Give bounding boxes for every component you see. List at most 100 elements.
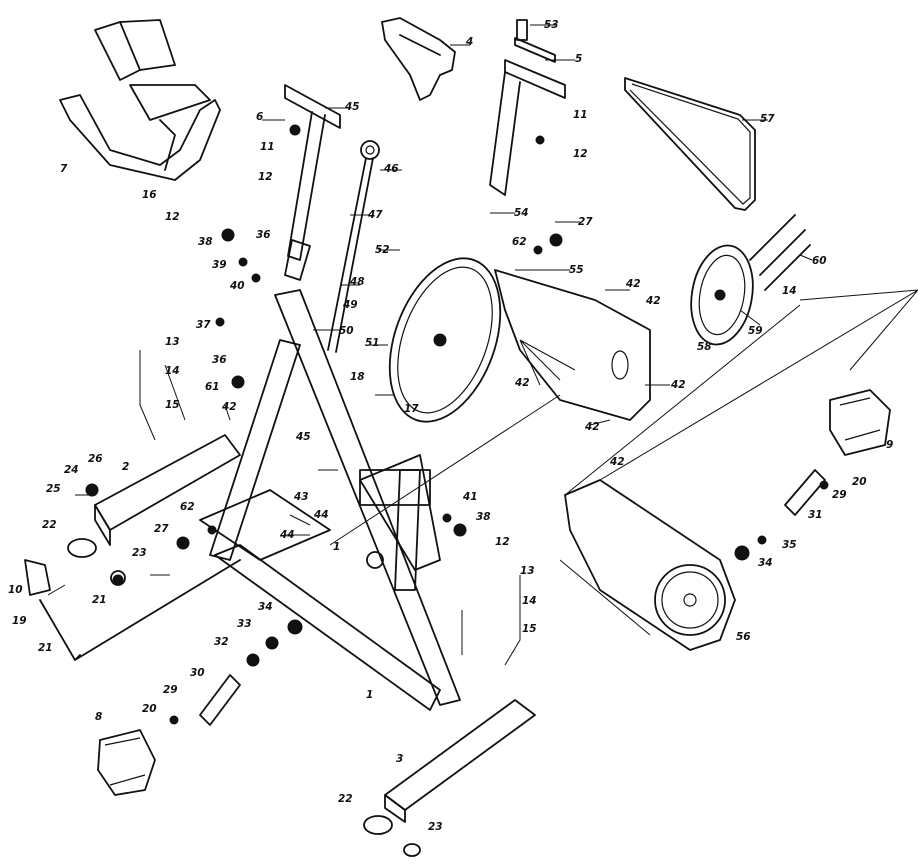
callout-20: 20 (852, 476, 867, 488)
callout-62: 62 (512, 236, 527, 248)
left-pedal (97, 729, 156, 796)
callout-14: 14 (522, 595, 537, 607)
callout-12: 12 (258, 171, 273, 183)
callout-42: 42 (221, 401, 237, 413)
callout-14: 14 (165, 365, 180, 377)
callout-16: 16 (142, 189, 157, 201)
callout-29: 29 (832, 489, 847, 501)
callout-36: 36 (212, 354, 227, 366)
callout-35: 35 (782, 539, 797, 551)
seat-slider (489, 19, 566, 196)
callout-45: 45 (344, 101, 360, 113)
callout-27: 27 (154, 523, 169, 535)
callout-22: 22 (42, 519, 57, 531)
callout-42: 42 (514, 377, 530, 389)
callout-56: 56 (736, 631, 751, 643)
callout-29: 29 (163, 684, 178, 696)
callout-27: 27 (578, 216, 593, 228)
callout-48: 48 (349, 276, 365, 288)
callout-40: 40 (229, 280, 245, 292)
callout-10: 10 (8, 584, 23, 596)
callout-31: 31 (808, 509, 823, 521)
callout-12: 12 (573, 148, 588, 160)
drive-belt (624, 77, 756, 211)
front-stabilizer (67, 434, 241, 558)
callout-8: 8 (95, 711, 102, 723)
callout-39: 39 (212, 259, 227, 271)
callout-33: 33 (237, 618, 252, 630)
callout-42: 42 (625, 278, 641, 290)
tension-rod (327, 140, 380, 353)
rear-stabilizer (363, 699, 536, 857)
pulley (690, 214, 811, 346)
callout-labels: 53 4 5 57 6 45 11 12 46 11 12 7 16 12 47… (8, 19, 893, 833)
callout-61: 61 (205, 381, 220, 393)
callout-22: 22 (338, 793, 353, 805)
callout-21: 21 (92, 594, 107, 606)
outer-guard (559, 289, 918, 651)
hardware (85, 124, 829, 725)
callout-36: 36 (256, 229, 271, 241)
callout-1: 1 (333, 541, 340, 553)
callout-24: 24 (64, 464, 79, 476)
right-crank (784, 469, 826, 516)
callout-53: 53 (544, 19, 559, 31)
callout-38: 38 (198, 236, 213, 248)
callout-44: 44 (313, 509, 329, 521)
callout-30: 30 (190, 667, 205, 679)
callout-26: 26 (88, 453, 103, 465)
callout-42: 42 (584, 421, 600, 433)
saddle (381, 17, 456, 101)
callout-60: 60 (812, 255, 827, 267)
callout-25: 25 (46, 483, 61, 495)
callout-50: 50 (339, 325, 354, 337)
flywheel (388, 257, 502, 423)
right-pedal (829, 389, 891, 456)
callout-7: 7 (60, 163, 68, 175)
callout-23: 23 (428, 821, 443, 833)
callout-12: 12 (165, 211, 180, 223)
callout-2: 2 (122, 461, 129, 473)
callout-21: 21 (38, 642, 53, 654)
callout-52: 52 (375, 244, 390, 256)
callout-44: 44 (279, 529, 295, 541)
callout-11: 11 (260, 141, 275, 153)
callout-55: 55 (569, 264, 584, 276)
inner-guard (494, 269, 651, 421)
callout-32: 32 (214, 636, 229, 648)
callout-17: 17 (404, 403, 419, 415)
callout-14: 14 (782, 285, 797, 297)
callout-34: 34 (758, 557, 773, 569)
callout-15: 15 (165, 399, 180, 411)
callout-47: 47 (367, 209, 383, 221)
leader-lines (47, 24, 813, 666)
handlebar-post (284, 84, 341, 281)
main-frame (199, 289, 461, 711)
callout-20: 20 (142, 703, 157, 715)
callout-5: 5 (575, 53, 582, 65)
callout-1: 1 (366, 689, 373, 701)
callout-11: 11 (573, 109, 588, 121)
callout-49: 49 (342, 299, 358, 311)
callout-42: 42 (609, 456, 625, 468)
callout-15: 15 (522, 623, 537, 635)
callout-12: 12 (495, 536, 510, 548)
left-crank (199, 674, 241, 726)
callout-54: 54 (514, 207, 529, 219)
callout-18: 18 (350, 371, 365, 383)
callout-9: 9 (886, 439, 893, 451)
callout-42: 42 (670, 379, 686, 391)
callout-3: 3 (396, 753, 403, 765)
callout-41: 41 (462, 491, 478, 503)
callout-46: 46 (383, 163, 399, 175)
callout-6: 6 (256, 111, 263, 123)
callout-4: 4 (465, 36, 473, 48)
front-adjuster (24, 559, 241, 661)
callout-19: 19 (12, 615, 27, 627)
callout-57: 57 (760, 113, 775, 125)
callout-37: 37 (196, 319, 211, 331)
callout-58: 58 (697, 341, 712, 353)
callout-62: 62 (180, 501, 195, 513)
callout-45: 45 (295, 431, 311, 443)
